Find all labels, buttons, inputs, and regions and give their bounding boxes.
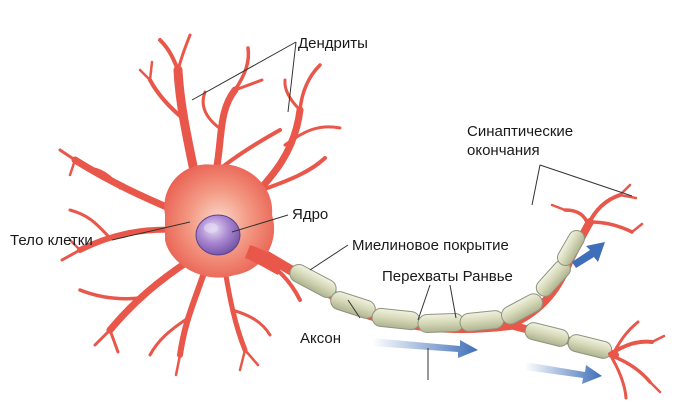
cell-body-label: Тело клетки bbox=[10, 232, 93, 249]
myelin-sheath bbox=[289, 229, 613, 359]
axon-label: Аксон bbox=[300, 330, 342, 347]
nucleus bbox=[195, 214, 241, 256]
nucleus-label: Ядро bbox=[292, 206, 329, 223]
ranvier-nodes-label: Перехваты Ранвье bbox=[382, 268, 513, 285]
leader-lines bbox=[111, 41, 633, 380]
dendrites-label: Дендриты bbox=[298, 35, 368, 52]
synaptic-terminals-label-line1: Синаптические bbox=[467, 123, 574, 140]
signal-arrows bbox=[372, 242, 605, 384]
synaptic-terminals-label: Синаптические окончания bbox=[467, 122, 607, 160]
synaptic-terminals-label-line2: окончания bbox=[467, 142, 540, 159]
synaptic-terminals bbox=[550, 183, 666, 400]
myelin-sheath-label: Миелиновое покрытие bbox=[352, 237, 509, 254]
